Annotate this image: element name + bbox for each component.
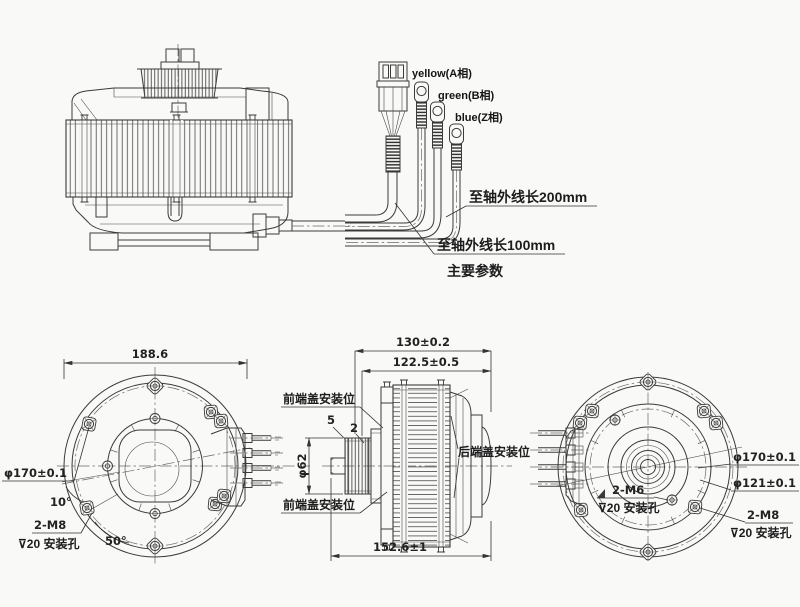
callout-m8-rear: 2-M8 ⊽20 安装孔: [699, 507, 793, 540]
label-front-cover-bottom: 前端盖安装位: [281, 491, 388, 514]
front-cover-bottom-text: 前端盖安装位: [283, 497, 355, 512]
rear-end-cover: [449, 388, 492, 544]
callout-phi121-rear: φ121±0.1: [699, 476, 799, 492]
callout-angles: 10° 50°: [50, 471, 130, 548]
side-section-view: 130±0.2 122.5±0.5 152.6±1 φ62 5 2 前端盖安装: [281, 335, 530, 561]
thread-m6-value: 2-M6: [612, 483, 644, 497]
dim-front-width-value: 188.6: [132, 347, 168, 361]
dim-122-value: 122.5±0.5: [393, 355, 459, 369]
callout-m8-front: 2-M8 ⊽20 安装孔: [18, 512, 93, 551]
motor-side-view: yellow(A相) green(B相) blue(Z相) 至轴外线长200mm…: [65, 44, 597, 279]
dim-phi62: φ62: [295, 437, 343, 495]
angle-50-label: 50°: [105, 534, 127, 548]
rear-cover-text: 后端盖安装位: [458, 444, 530, 459]
angle-10-label: 10°: [50, 495, 72, 509]
hole-note-front-value: ⊽20 安装孔: [18, 536, 79, 551]
note-main-params: 主要参数: [447, 263, 504, 279]
hole-note-m6-value: ⊽20 安装孔: [598, 500, 659, 515]
callout-phi170-rear: φ170±0.1: [697, 450, 799, 469]
dim-phi170-rear-value: φ170±0.1: [733, 450, 796, 464]
dim-5-value: 5: [327, 413, 335, 427]
wire-label-blue: blue(Z相): [455, 110, 503, 124]
lower-housing: [72, 196, 289, 251]
terminal-green: [430, 101, 445, 149]
dim-152-value: 152.6±1: [373, 540, 427, 554]
dim-122: 122.5±0.5: [361, 355, 492, 436]
terminal-yellow: [414, 81, 429, 129]
dim-2-value: 2: [350, 421, 358, 435]
signal-connector: [376, 61, 410, 173]
stator-fin-body: [65, 114, 293, 203]
front-view: 188.6 φ170±0.1 10° 50° 2-M8 ⊽20 安装孔: [2, 347, 310, 564]
front-leads: [230, 433, 284, 488]
thread-m8-value: 2-M8: [747, 508, 779, 522]
dim-152: 152.6±1: [330, 478, 492, 561]
label-front-cover-top: 前端盖安装位: [281, 391, 384, 429]
dim-phi62-value: φ62: [295, 454, 309, 479]
rear-terminal-cover: [530, 425, 590, 507]
callout-m6-rear: 2-M6 ⊽20 安装孔: [597, 483, 669, 515]
wire-label-yellow: yellow(A相): [412, 66, 472, 80]
dim-small-5-2: 5 2: [327, 413, 365, 444]
label-rear-cover: 后端盖安装位: [450, 415, 530, 499]
rear-bearing-boss: [607, 426, 689, 508]
dim-130: 130±0.2: [354, 335, 492, 434]
wire-label-green: green(B相): [438, 88, 495, 102]
dim-front-width: 188.6: [63, 347, 248, 379]
note-wire-length-100: 至轴外线长100mm: [437, 237, 555, 253]
thread-m8-front-value: 2-M8: [34, 518, 66, 532]
top-terminal-block: [137, 48, 222, 99]
callout-bolt-circle-front: φ170±0.1: [2, 426, 90, 482]
wire-outlet-boss: [252, 213, 352, 238]
front-cover-top-text: 前端盖安装位: [283, 391, 355, 406]
rear-leads: [530, 427, 590, 490]
dim-phi121-rear-value: φ121±0.1: [733, 476, 796, 490]
wire-bundle: [345, 128, 461, 247]
motor-body-section: [392, 379, 451, 553]
rear-view: φ170±0.1 φ121±0.1 2-M6 ⊽20 安装孔 2-M8 ⊽20 …: [530, 372, 799, 562]
terminal-blue: [449, 123, 464, 171]
wire-length-notes: 至轴外线长200mm 至轴外线长100mm 主要参数: [394, 189, 597, 279]
dim-130-value: 130±0.2: [396, 335, 450, 349]
note-wire-length-200: 至轴外线长200mm: [469, 189, 587, 205]
hole-note-m8-value: ⊽20 安装孔: [730, 525, 791, 540]
dim-bolt-circle-front-value: φ170±0.1: [4, 466, 67, 480]
front-terminal-cover: [210, 427, 284, 507]
